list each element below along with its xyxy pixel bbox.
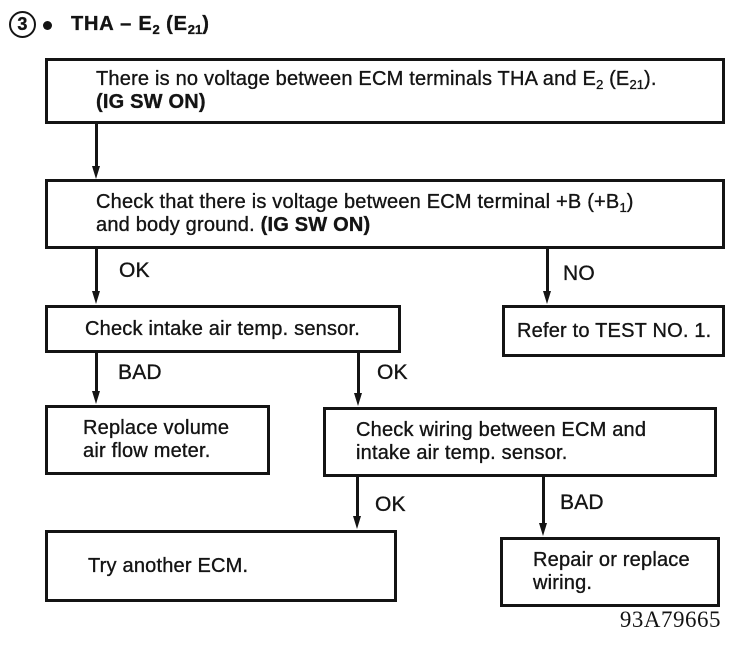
branch-label-sensor-ok: OK <box>377 361 408 384</box>
problem-text: ). <box>643 68 657 90</box>
check-wiring-line2: intake air temp. sensor. <box>356 442 568 464</box>
arrowhead-down-icon <box>353 516 361 529</box>
title-subscript: 2 <box>152 22 160 37</box>
arrowhead-down-icon <box>539 523 547 536</box>
repair-wiring-line1: Repair or replace <box>533 549 690 571</box>
check-voltage-text: and body ground. <box>96 214 261 236</box>
node-repair-wiring: Repair or replace wiring. <box>500 537 720 607</box>
node-check-sensor: Check intake air temp. sensor. <box>45 305 401 353</box>
node-problem-statement: There is no voltage between ECM terminal… <box>45 58 725 124</box>
figure-number: 3 <box>17 14 28 34</box>
check-voltage-subscript: 1 <box>619 200 627 215</box>
arrowhead-down-icon <box>354 393 362 406</box>
connector-wiring-bad <box>542 477 545 525</box>
check-voltage-bold-text: (IG SW ON) <box>260 214 371 236</box>
check-wiring-line1: Check wiring between ECM and <box>356 419 647 441</box>
node-check-voltage: Check that there is voltage between ECM … <box>45 179 725 249</box>
arrowhead-down-icon <box>92 166 100 179</box>
problem-line2: (IG SW ON) <box>96 91 206 113</box>
problem-text: (E <box>603 68 630 90</box>
node-try-ecm: Try another ECM. <box>45 530 397 602</box>
bullet-icon <box>43 21 52 30</box>
title-text: THA – E <box>71 13 153 35</box>
branch-label-wiring-ok: OK <box>375 493 406 516</box>
node-replace-meter: Replace volume air flow meter. <box>45 405 270 475</box>
page-title: THA – E2 (E21) <box>71 11 210 37</box>
try-ecm-text: Try another ECM. <box>88 554 249 577</box>
arrowhead-down-icon <box>92 291 100 304</box>
branch-label-voltage-no: NO <box>563 262 595 285</box>
check-voltage-line1: Check that there is voltage between ECM … <box>96 191 722 214</box>
node-refer-test: Refer to TEST NO. 1. <box>502 305 725 357</box>
node-check-wiring: Check wiring between ECM and intake air … <box>323 407 717 477</box>
check-voltage-line2: and body ground. (IG SW ON) <box>96 214 722 237</box>
figure-number-badge: 3 <box>9 11 36 38</box>
connector-sensor-bad <box>95 353 98 393</box>
branch-label-wiring-bad: BAD <box>560 491 604 514</box>
branch-label-voltage-ok: OK <box>119 259 150 282</box>
check-voltage-text: Check that there is voltage between ECM … <box>96 191 620 213</box>
title-text: (E <box>159 13 188 35</box>
problem-line1: There is no voltage between ECM terminal… <box>96 68 722 91</box>
problem-text: There is no voltage between ECM terminal… <box>96 68 597 90</box>
replace-meter-line2: air flow meter. <box>83 440 211 462</box>
title-subscript: 21 <box>187 22 203 37</box>
connector-sensor-ok <box>357 353 360 395</box>
connector-voltage-ok <box>95 249 98 293</box>
connector-voltage-no <box>546 249 549 293</box>
reference-code: 93A79665 <box>619 607 721 632</box>
arrowhead-down-icon <box>92 391 100 404</box>
repair-wiring-line2: wiring. <box>533 572 593 594</box>
check-sensor-text: Check intake air temp. sensor. <box>85 317 361 340</box>
problem-subscript: 2 <box>596 77 604 92</box>
check-voltage-text: ) <box>626 191 634 213</box>
connector-problem-to-check-voltage <box>95 124 98 168</box>
replace-meter-line1: Replace volume <box>83 417 230 439</box>
connector-wiring-ok <box>356 477 359 518</box>
arrowhead-down-icon <box>543 291 551 304</box>
title-text: ) <box>202 13 210 35</box>
branch-label-sensor-bad: BAD <box>118 361 162 384</box>
refer-test-text: Refer to TEST NO. 1. <box>517 319 712 342</box>
problem-subscript: 21 <box>629 77 644 92</box>
